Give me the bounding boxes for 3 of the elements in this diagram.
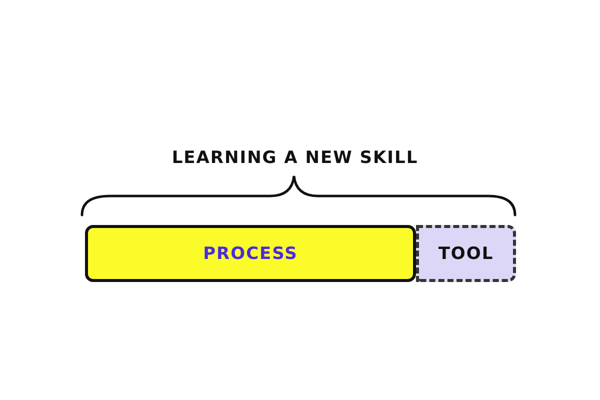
heading: LEARNING A NEW SKILL	[170, 148, 420, 168]
tool-bar: TOOL	[416, 225, 516, 282]
process-bar: PROCESS	[85, 225, 416, 282]
